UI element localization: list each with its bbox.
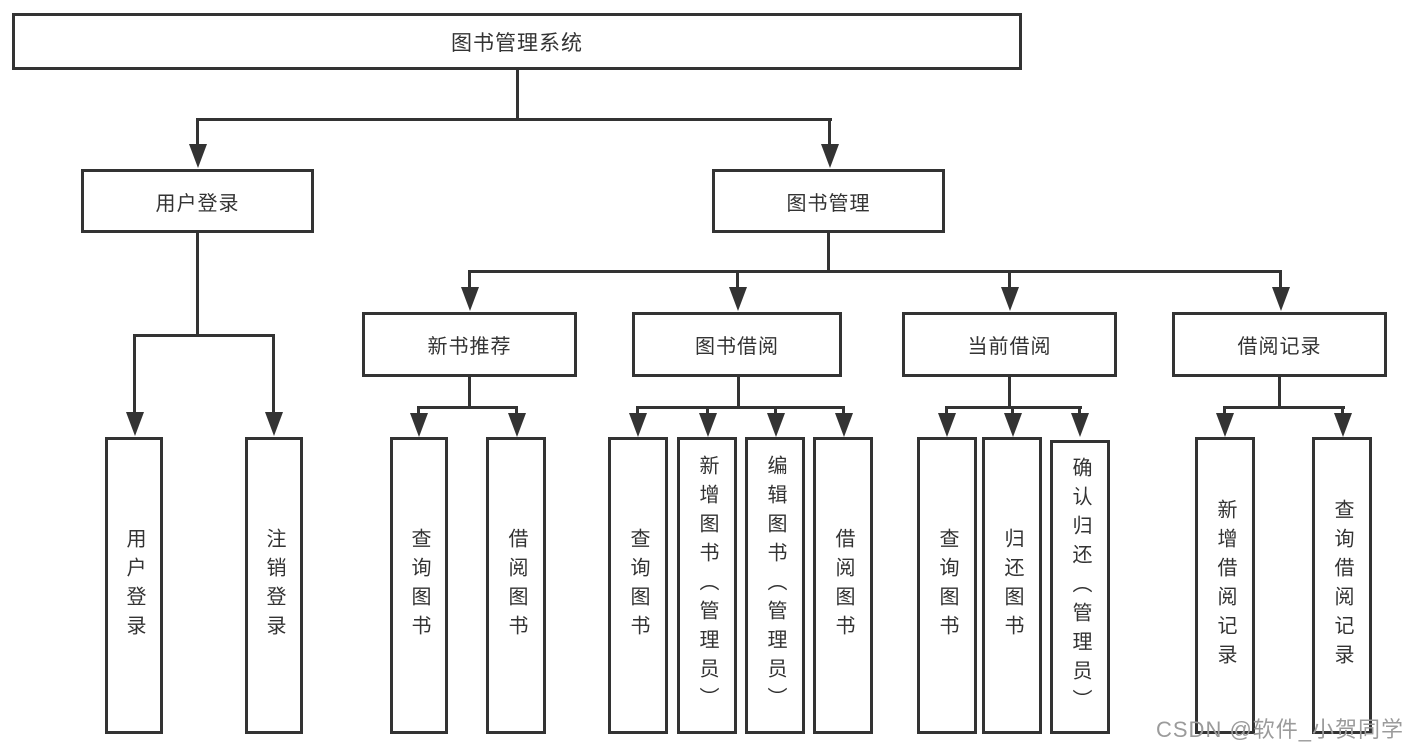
leaf-edit-book-admin: 编辑图书（管理员） xyxy=(745,437,805,734)
arrow-to-leaf-add-book xyxy=(706,406,709,413)
node-book-management: 图书管理 xyxy=(712,169,945,233)
arrow-to-leaf-user-login xyxy=(133,334,136,412)
node-current-borrow: 当前借阅 xyxy=(902,312,1117,377)
connector-root-branch xyxy=(196,118,832,121)
arrow-to-leaf-borrow-book-2 xyxy=(842,406,845,413)
connector-current-borrow-stem xyxy=(1008,377,1011,409)
node-user-login: 用户登录 xyxy=(81,169,314,233)
arrow-to-leaf-query-book-1 xyxy=(417,406,420,413)
leaf-add-borrow-record: 新增借阅记录 xyxy=(1195,437,1255,734)
leaf-borrow-book-2: 借阅图书 xyxy=(813,437,873,734)
arrow-to-leaf-return-book xyxy=(1011,406,1014,413)
arrow-to-user-login xyxy=(196,118,199,144)
connector-root-stem xyxy=(516,70,519,120)
arrow-to-leaf-edit-book xyxy=(774,406,777,413)
node-new-book-recommend: 新书推荐 xyxy=(362,312,577,377)
arrow-to-book-management xyxy=(828,118,831,144)
connector-book-management-branch xyxy=(468,270,1282,273)
connector-new-book-stem xyxy=(468,377,471,409)
arrow-to-book-borrow xyxy=(736,270,739,287)
leaf-query-borrow-record: 查询借阅记录 xyxy=(1312,437,1372,734)
arrow-to-new-book-recommend xyxy=(468,270,471,287)
node-borrow-records: 借阅记录 xyxy=(1172,312,1387,377)
connector-new-book-branch xyxy=(417,406,518,409)
connector-book-borrow-stem xyxy=(737,377,740,409)
arrow-to-leaf-logout xyxy=(272,334,275,412)
arrow-to-current-borrow xyxy=(1008,270,1011,287)
csdn-watermark: CSDN @软件_小贺同学 xyxy=(1156,717,1405,742)
arrow-to-leaf-confirm-return xyxy=(1078,406,1081,413)
connector-book-management-stem xyxy=(827,233,830,273)
leaf-borrow-book-1: 借阅图书 xyxy=(486,437,546,734)
node-book-borrow: 图书借阅 xyxy=(632,312,842,377)
arrow-to-leaf-add-record xyxy=(1223,406,1226,413)
leaf-query-book-2: 查询图书 xyxy=(608,437,668,734)
leaf-query-book-3: 查询图书 xyxy=(917,437,977,734)
arrow-to-leaf-query-book-2 xyxy=(636,406,639,413)
connector-user-login-branch xyxy=(133,334,275,337)
leaf-add-book-admin: 新增图书（管理员） xyxy=(677,437,737,734)
arrow-to-leaf-query-book-3 xyxy=(945,406,948,413)
connector-user-login-stem xyxy=(196,233,199,337)
leaf-confirm-return-admin: 确认归还（管理员） xyxy=(1050,440,1110,734)
arrow-to-leaf-borrow-book-1 xyxy=(515,406,518,413)
arrow-to-leaf-query-record xyxy=(1341,406,1344,413)
leaf-user-login: 用户登录 xyxy=(105,437,163,734)
leaf-query-book-1: 查询图书 xyxy=(390,437,448,734)
leaf-return-book: 归还图书 xyxy=(982,437,1042,734)
connector-borrow-records-branch xyxy=(1223,406,1345,409)
connector-book-borrow-branch xyxy=(636,406,845,409)
connector-borrow-records-stem xyxy=(1278,377,1281,409)
node-root: 图书管理系统 xyxy=(12,13,1022,70)
arrow-to-borrow-records xyxy=(1279,270,1282,287)
leaf-logout: 注销登录 xyxy=(245,437,303,734)
